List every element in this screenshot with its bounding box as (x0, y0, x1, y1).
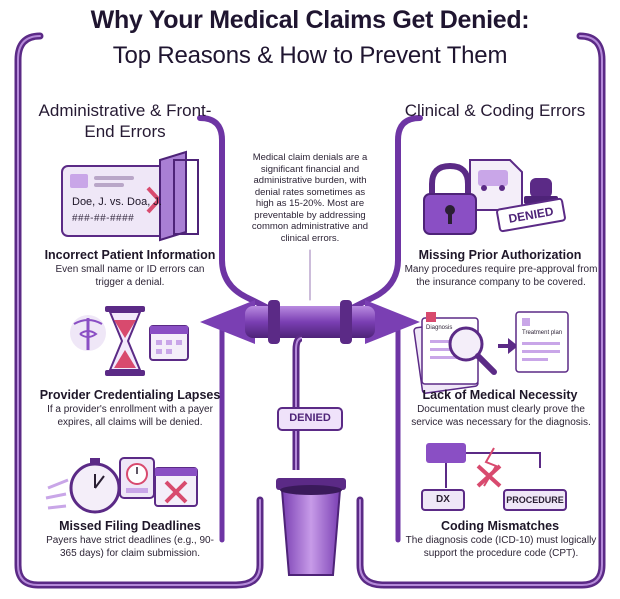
right-item-2-title: Lack of Medical Necessity (422, 388, 578, 402)
treatment-plan-label: Treatment plan (522, 330, 563, 336)
hourglass-icon (105, 306, 145, 376)
treatment-plan-icon (515, 311, 569, 373)
right-item-3-desc: The diagnosis code (ICD-10) must logical… (405, 535, 597, 559)
center-arrows (200, 300, 420, 344)
id-card-number: ###-##-#### (72, 213, 135, 224)
diagnosis-doc-label: Diagnosis (426, 325, 453, 331)
page-title: Why Your Medical Claims Get Denied: (90, 6, 530, 34)
code-mismatch-diagram (421, 443, 567, 511)
id-card-names: Doe, J. vs. Doa, J. (72, 196, 162, 208)
lock-icon (423, 162, 477, 235)
door-icon (159, 150, 199, 242)
calendar-icon (149, 325, 189, 361)
left-item-3-desc: Payers have strict deadlines (e.g., 90-3… (46, 535, 214, 559)
magnifier-icon (448, 326, 497, 375)
intro-text: Medical claim denials are a significant … (251, 152, 369, 244)
right-item-1-desc: Many procedures require pre-approval fro… (404, 264, 598, 288)
right-panel-heading: Clinical & Coding Errors (404, 101, 586, 120)
denied-tag (277, 407, 343, 431)
code-procedure-label: PROCEDURE (506, 495, 564, 505)
arrow-right-icon (498, 338, 518, 354)
denied-stamp (496, 197, 566, 233)
stopwatch-icon (45, 458, 121, 514)
left-item-1-desc: Even small name or ID errors can trigger… (55, 264, 205, 288)
right-item-3-title: Coding Mismatches (440, 519, 560, 533)
denied-tag-label: DENIED (289, 412, 331, 424)
page-subtitle: Top Reasons & How to Prevent Them (112, 42, 508, 69)
left-panel-heading: Administrative & Front-End Errors (38, 101, 212, 141)
left-item-2-title: Provider Credentialing Lapses (39, 388, 221, 402)
caduceus-icon (70, 315, 106, 351)
left-item-2-desc: If a provider's enrollment with a payer … (47, 404, 213, 428)
left-item-1-title: Incorrect Patient Information (44, 248, 216, 262)
left-item-3-title: Missed Filing Deadlines (59, 519, 201, 533)
right-item-2-desc: Documentation must clearly prove the ser… (411, 404, 591, 428)
code-dx-label: DX (436, 494, 450, 505)
right-item-1-title: Missing Prior Authorization (418, 248, 582, 262)
frame-pipes (14, 32, 606, 589)
calendar-x-icon (154, 467, 198, 507)
trash-bin-icon (276, 478, 346, 576)
center-pipe (245, 300, 375, 470)
clock-icon (119, 457, 155, 499)
document-car-icon (469, 159, 523, 211)
